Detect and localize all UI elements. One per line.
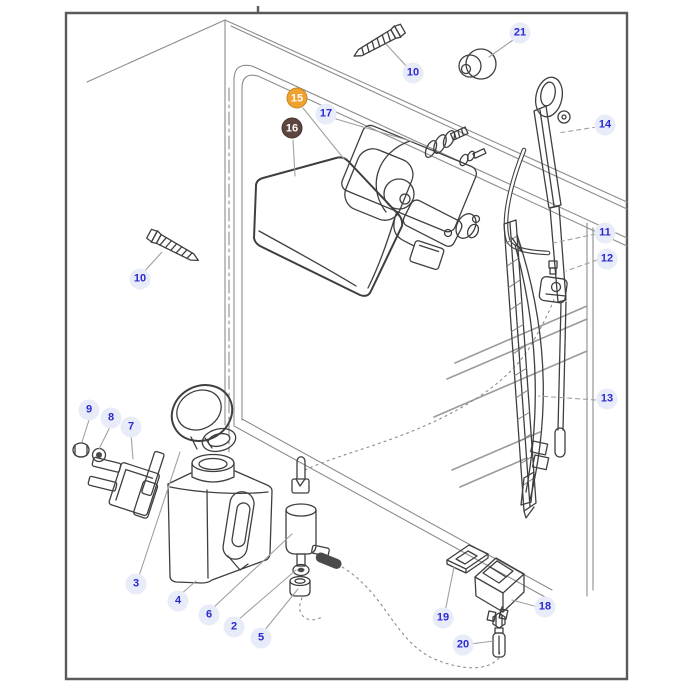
callout-11[interactable]: 11	[594, 222, 616, 244]
cab-structure	[87, 20, 627, 597]
callout-20[interactable]: 20	[452, 634, 474, 656]
callout-21[interactable]: 21	[509, 22, 531, 44]
wiper-arm-drawing	[532, 75, 570, 457]
callout-15-highlighted[interactable]: 15	[286, 87, 308, 109]
callout-13[interactable]: 13	[596, 388, 618, 410]
callout-7[interactable]: 7	[120, 416, 142, 438]
cover-box-drawing	[254, 157, 402, 295]
callout-19[interactable]: 19	[432, 607, 454, 629]
connector-drawing	[493, 607, 505, 657]
seal-drawing	[293, 565, 309, 576]
callout-5[interactable]: 5	[250, 627, 272, 649]
callout-10-left[interactable]: 10	[129, 268, 151, 290]
callout-14[interactable]: 14	[594, 114, 616, 136]
tank-drawing	[168, 455, 272, 584]
callout-10-top[interactable]: 10	[402, 62, 424, 84]
hose-routing-dashed	[300, 297, 555, 668]
washer-drawing	[93, 449, 106, 462]
knob-drawing	[459, 49, 496, 79]
callout-3[interactable]: 3	[125, 573, 147, 595]
diagram-frame	[66, 6, 627, 679]
callout-4[interactable]: 4	[167, 590, 189, 612]
jet-drawing	[539, 261, 568, 303]
callout-16-highlighted[interactable]: 16	[281, 117, 303, 139]
pump-drawing	[286, 457, 330, 566]
cap-drawing	[162, 375, 242, 455]
nut-drawing	[73, 443, 89, 457]
leader-lines	[82, 40, 597, 644]
washer-hose-drawing	[506, 150, 548, 253]
callout-12[interactable]: 12	[596, 248, 618, 270]
wiper-blade-drawing	[504, 220, 549, 518]
switch-drawing	[475, 558, 524, 621]
callout-9[interactable]: 9	[78, 399, 100, 421]
screw-top-drawing	[350, 22, 407, 63]
motor-assembly-drawing	[339, 123, 486, 270]
tube-segment-drawing	[315, 552, 342, 569]
callout-17[interactable]: 17	[315, 103, 337, 125]
grommet-drawing	[290, 577, 310, 597]
plate-drawing	[447, 545, 488, 573]
callout-6[interactable]: 6	[198, 604, 220, 626]
callout-8[interactable]: 8	[100, 407, 122, 429]
bracket-drawing	[88, 451, 165, 519]
callout-18[interactable]: 18	[534, 596, 556, 618]
callout-2[interactable]: 2	[223, 616, 245, 638]
